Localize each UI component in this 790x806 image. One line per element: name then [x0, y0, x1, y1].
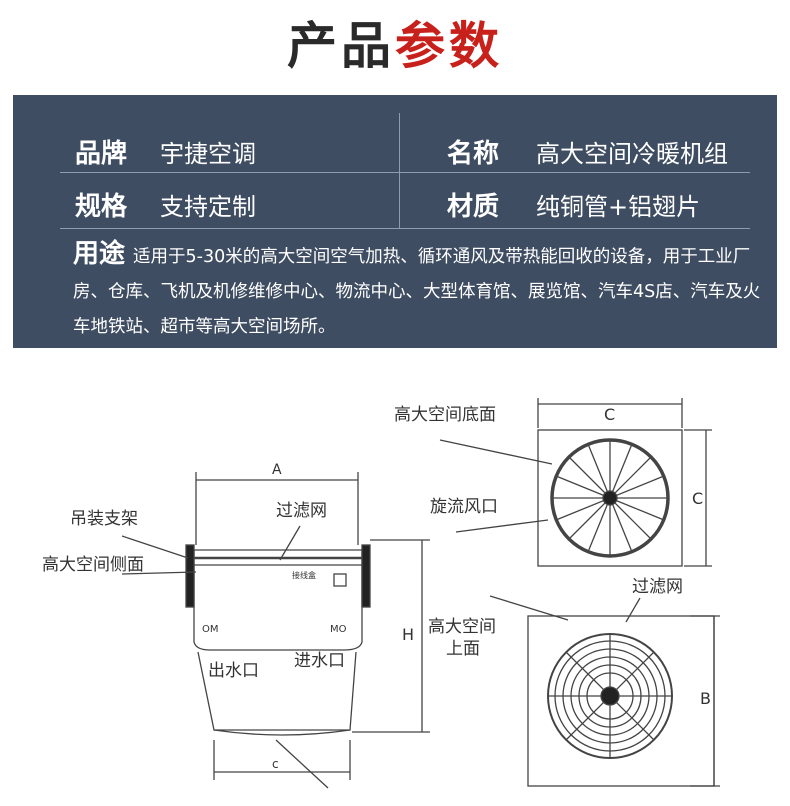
side-unit-body: [185, 544, 371, 736]
top-label-line-2: 上面: [446, 639, 480, 659]
hanger-label: 吊装支架: [70, 509, 138, 529]
spec-value: 支持定制: [160, 193, 256, 221]
dim-a-label: A: [272, 462, 282, 478]
filter-label-2: 过滤网: [632, 577, 683, 597]
name-label: 名称: [447, 139, 500, 169]
dim-h-label: H: [402, 625, 414, 644]
junction-box-text: 接线盒: [292, 570, 316, 580]
name-value: 高大空间冷暖机组: [536, 140, 728, 168]
page-title: 产品参数: [0, 6, 790, 78]
title-part-2: 参数: [395, 17, 503, 75]
divider-row-2: [60, 228, 750, 229]
swirl-label: 旋流风口: [430, 497, 498, 517]
leader-lines: [121, 439, 641, 789]
bottom-view: [537, 398, 712, 567]
usage-block: 用途适用于5-30米的高大空间空气加热、循环通风及带热能回收的设备，用于工业厂房…: [73, 237, 763, 345]
port-right-text: MO: [330, 624, 347, 635]
material-value: 纯铜管+铝翅片: [536, 193, 701, 221]
dimension-h-line: [352, 539, 430, 733]
top-view: [527, 615, 720, 787]
inlet-label: 进水口: [294, 651, 345, 671]
dim-c-side-label: C: [692, 489, 703, 508]
unit-diagram: A 吊装支架 过滤网 高大空间侧面 接线盒 OM MO 出水口 进水口 H c …: [42, 398, 720, 789]
title-part-1: 产品: [287, 17, 395, 75]
port-left-text: OM: [202, 624, 219, 635]
filter-label: 过滤网: [276, 501, 327, 521]
usage-label: 用途: [73, 239, 126, 269]
spec-label: 规格: [75, 192, 128, 222]
brand-value: 宇捷空调: [160, 140, 256, 168]
material-label: 材质: [447, 192, 500, 222]
brand-label: 品牌: [75, 139, 128, 169]
side-label: 高大空间侧面: [42, 555, 144, 575]
outlet-label: 出水口: [208, 661, 259, 681]
dim-c-bottom-label: c: [272, 757, 279, 771]
dimension-a-line: [195, 472, 359, 545]
dim-b-label: B: [700, 689, 711, 708]
spec-panel: 品牌 宇捷空调 名称 高大空间冷暖机组 规格 支持定制 材质 纯铜管+铝翅片 用…: [13, 95, 777, 348]
top-label-line-1: 高大空间: [428, 617, 496, 637]
divider-row-1: [60, 172, 750, 173]
dimension-c-bottom-line: [213, 740, 351, 780]
divider-column: [399, 113, 400, 229]
bottom-label: 高大空间底面: [394, 405, 496, 425]
usage-text: 适用于5-30米的高大空间空气加热、循环通风及带热能回收的设备，用于工业厂房、仓…: [73, 247, 761, 337]
dim-c-top-label: C: [604, 405, 615, 424]
